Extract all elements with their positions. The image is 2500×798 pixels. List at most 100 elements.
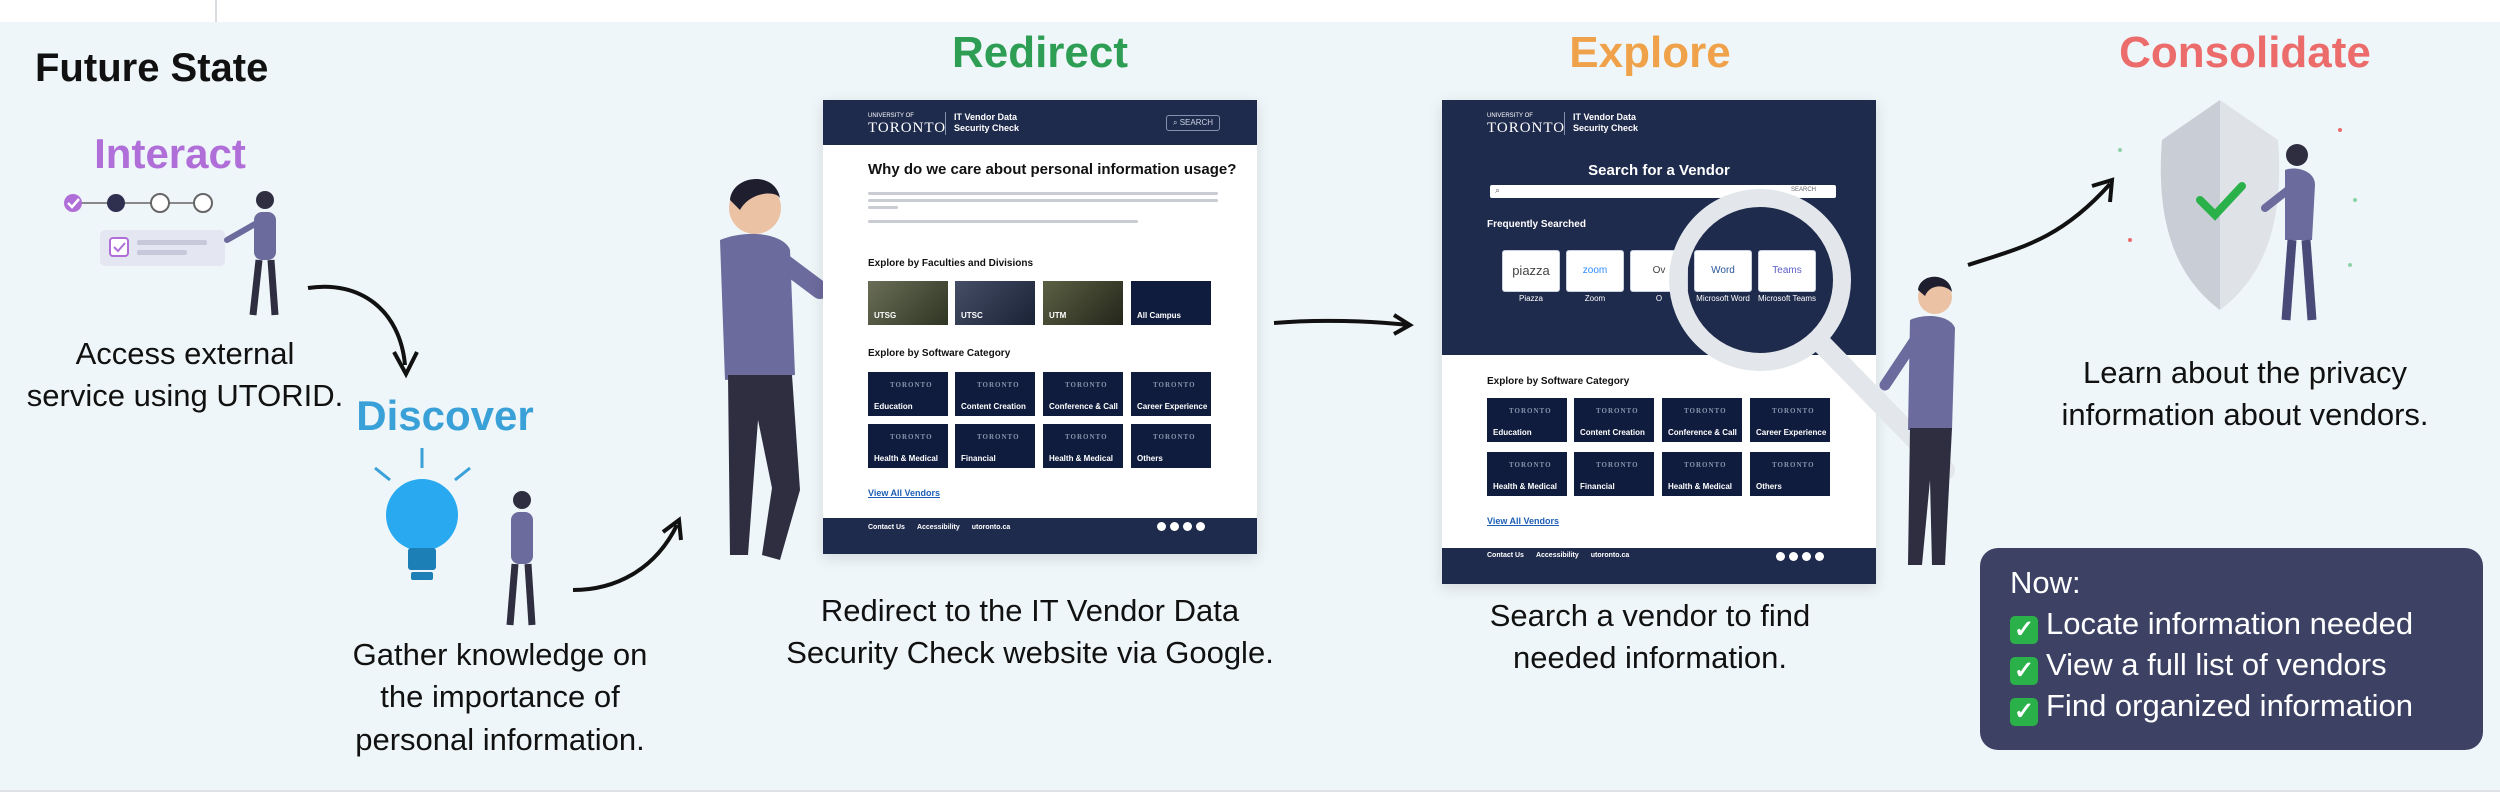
caption-line: service using UTORID. [26,378,344,414]
lorem-line [868,220,1138,223]
lorem-line [868,206,898,209]
explore-illustration [1669,189,1955,565]
person-presenting-icon [720,179,829,560]
caption-line: personal information. [355,721,645,757]
caption-line: the importance of [380,679,620,715]
software-heading: Explore by Software Category [868,348,1011,359]
footer-link[interactable]: utoronto.ca [1590,552,1630,559]
social-icon [1183,522,1192,531]
caption-line: Security Check website via Google. [786,635,1274,671]
interact-illustration [64,191,279,316]
lightbulb-icon [374,448,471,580]
caption-line: Learn about the privacy [2083,355,2407,390]
now-item-text: Find organized information [2046,688,2414,723]
faculty-tile-utsg[interactable]: UTSG [868,281,948,325]
caption-line: needed information. [1512,640,1788,676]
nav-search-button[interactable]: ⌕ SEARCH [1166,115,1221,131]
faculty-tile-utm[interactable]: UTM [1043,281,1123,325]
caption-line: Search a vendor to find [1489,598,1811,633]
now-item-text: View a full list of vendors [2046,647,2387,682]
caption-line: Gather knowledge on [352,637,648,672]
view-all-vendors-link[interactable]: View All Vendors [868,488,941,498]
social-icon [1789,552,1798,561]
person-leaning-icon [2261,144,2317,321]
checkbox-card-icon [100,230,225,266]
footer-link[interactable]: Accessibility [1535,552,1579,559]
now-item: ✓ View a full list of vendors [2010,644,2483,685]
vendor-tile-zoom[interactable]: zoom [1566,250,1624,292]
site-headline: Why do we care about personal informatio… [868,161,1237,178]
top-divider [215,0,217,22]
stage-consolidate-label: Consolidate [2119,28,2371,77]
search-button[interactable]: SEARCH [1790,187,1816,193]
faculty-tile-utsc[interactable]: UTSC [955,281,1035,325]
top-bar [0,0,2500,22]
social-icons [1153,522,1205,536]
vendor-name: Zoom [1584,294,1606,303]
stage-interact-label: Interact [94,130,246,177]
check-mark-icon: ✓ [2010,657,2038,685]
footer-link[interactable]: Contact Us [868,524,905,531]
now-title: Now: [2010,565,2081,600]
social-icon [1802,552,1811,561]
arrow-interact-to-discover [307,284,419,379]
social-icon [1170,522,1179,531]
site-footer: Contact Us Accessibility utoronto.ca [823,518,1257,554]
person-standing-icon [506,491,536,626]
now-item-text: Locate information needed [2046,606,2414,641]
caption-line: information about vendors. [2061,397,2429,433]
vendor-tile-word[interactable]: Word [1694,250,1752,292]
stage-discover-caption: Gather knowledge on the importance of pe… [300,634,700,761]
arrow-discover-to-redirect [572,516,683,592]
software-heading: Explore by Software Category [1487,376,1630,387]
consolidate-illustration [2118,100,2357,321]
faculties-heading: Explore by Faculties and Divisions [868,258,1034,269]
site-footer: Contact Us Accessibility utoronto.ca [1442,548,1876,584]
vendor-name: O [1655,294,1663,303]
stage-consolidate-caption: Learn about the privacy information abou… [2020,352,2470,437]
vendor-tile-piazza[interactable]: piazza [1502,250,1560,292]
social-icon [1196,522,1205,531]
stage-redirect-caption: Redirect to the IT Vendor Data Security … [760,590,1300,675]
faculty-tile-all-campus[interactable]: All Campus [1131,281,1211,325]
stage-interact-caption: Access external service using UTORID. [10,333,360,418]
lorem-line [868,192,1218,195]
vendor-tile-teams[interactable]: Teams [1758,250,1816,292]
person-pointing-icon [224,191,279,316]
stage-discover-label: Discover [356,392,534,439]
footer-link[interactable]: utoronto.ca [971,524,1011,531]
bottom-divider [0,790,2500,798]
vendor-name: Microsoft Word [1696,294,1750,303]
footer-link[interactable]: Contact Us [1487,552,1524,559]
stage-explore-caption: Search a vendor to find needed informati… [1420,595,1880,680]
view-all-vendors-link[interactable]: View All Vendors [1487,516,1560,526]
social-icons [1772,552,1824,563]
now-item: ✓Locate information needed [2010,603,2483,644]
footer-link[interactable]: Accessibility [916,524,960,531]
social-icon [1815,552,1824,561]
social-icon [1776,552,1785,561]
now-summary-box: Now: ✓Locate information needed ✓ View a … [1980,548,2483,750]
